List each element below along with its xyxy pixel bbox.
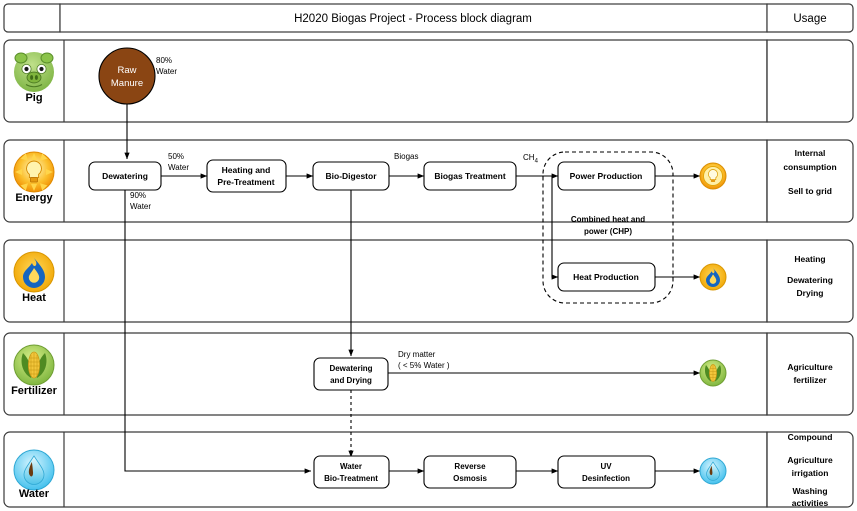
node-biogas-treatment[interactable]: Biogas Treatment: [423, 161, 517, 191]
edge-label-manure-water-l2: Water: [156, 67, 177, 76]
node-heat-production-label: Heat Production: [573, 272, 639, 282]
usage-energy-2: Sell to grid: [788, 186, 832, 196]
node-dewatering[interactable]: Dewatering: [88, 161, 162, 191]
lane-label-fertilizer: Fertilizer: [11, 385, 58, 397]
usage-water-2a: Agriculture: [787, 455, 833, 465]
usage-fertilizer-1b: fertilizer: [793, 375, 827, 385]
edge-ch4-branch-to-heat: [551, 176, 559, 280]
node-reverse-osmosis[interactable]: Reverse Osmosis: [423, 455, 517, 489]
node-reverse-osmosis-l1: Reverse: [454, 462, 486, 471]
node-heating-pretreatment[interactable]: Heating and Pre-Treatment: [206, 159, 287, 193]
edge-label-50pct-l2: Water: [168, 163, 189, 172]
node-heating-label-l1: Heating and: [222, 165, 271, 175]
usage-energy-1b: consumption: [783, 162, 836, 172]
node-reverse-osmosis-l2: Osmosis: [453, 474, 487, 483]
group-chp-label-l2: power (CHP): [584, 227, 632, 236]
node-raw-manure-line2: Manure: [111, 78, 143, 89]
usage-heat-2b: Drying: [797, 288, 824, 298]
page-title: H2020 Biogas Project - Process block dia…: [294, 13, 532, 25]
lane-label-water: Water: [19, 488, 50, 500]
edge-label-ch4: CH4: [523, 153, 539, 165]
lane-heat: Heat Heating Dewatering Drying: [3, 239, 854, 323]
edge-90pct-water-to-waterbio: [124, 189, 312, 474]
lane-label-pig: Pig: [25, 92, 42, 104]
usage-energy-1a: Internal: [795, 148, 826, 158]
flame-icon: [13, 251, 55, 293]
output-icon-fertilizer: [699, 359, 727, 387]
usage-heat-2a: Dewatering: [787, 275, 833, 285]
corn-icon: [13, 344, 55, 386]
node-dewatering-drying-l1: Dewatering: [329, 364, 372, 373]
node-uv-desinfection[interactable]: UV Desinfection: [557, 455, 656, 489]
edge-label-90pct-l1: 90%: [130, 191, 146, 200]
lightbulb-icon: [13, 151, 55, 193]
usage-heat-1: Heating: [794, 254, 825, 264]
node-heat-production[interactable]: Heat Production: [557, 262, 656, 292]
usage-water-1: Compound: [788, 432, 833, 442]
node-raw-manure-line1: Raw: [117, 65, 136, 76]
node-dewatering-drying-l2: and Drying: [330, 376, 372, 385]
usage-water-2b: irrigation: [792, 468, 829, 478]
edge-label-drymatter-l1: Dry matter: [398, 350, 436, 359]
node-power-production[interactable]: Power Production: [557, 161, 656, 191]
pig-icon: [14, 52, 54, 92]
usage-fertilizer-1a: Agriculture: [787, 362, 833, 372]
usage-column-header: Usage: [793, 13, 826, 25]
usage-water-3b: activities: [792, 498, 829, 508]
node-dewatering-and-drying[interactable]: Dewatering and Drying: [313, 357, 389, 391]
node-power-production-label: Power Production: [570, 171, 643, 181]
header-row: H2020 Biogas Project - Process block dia…: [3, 3, 854, 33]
node-water-biotreatment-l2: Bio-Treatment: [324, 474, 378, 483]
node-water-biotreatment-l1: Water: [340, 462, 362, 471]
node-uv-desinfection-l1: UV: [600, 462, 612, 471]
output-icon-heat: [699, 263, 727, 291]
edge-label-biogas: Biogas: [394, 152, 418, 161]
node-dewatering-label: Dewatering: [102, 171, 148, 181]
usage-water-3a: Washing: [792, 486, 827, 496]
node-biodigestor[interactable]: Bio-Digestor: [312, 161, 390, 191]
node-water-biotreatment[interactable]: Water Bio-Treatment: [313, 455, 390, 489]
edge-label-manure-water-l1: 80%: [156, 56, 172, 65]
water-drop-icon: [13, 449, 55, 491]
lane-label-energy: Energy: [15, 192, 53, 204]
node-biodigestor-label: Bio-Digestor: [326, 171, 378, 181]
node-uv-desinfection-l2: Desinfection: [582, 474, 630, 483]
lane-label-heat: Heat: [22, 292, 46, 304]
node-biogas-treatment-label: Biogas Treatment: [434, 171, 505, 181]
group-chp-label-l1: Combined heat and: [571, 215, 645, 224]
node-heating-label-l2: Pre-Treatment: [217, 177, 274, 187]
edge-label-90pct-l2: Water: [130, 202, 151, 211]
output-icon-energy: [699, 162, 727, 190]
node-raw-manure[interactable]: Raw Manure: [98, 47, 156, 105]
edge-label-drymatter-l2: ( < 5% Water ): [398, 361, 450, 370]
edge-label-50pct-l1: 50%: [168, 152, 184, 161]
lane-pig: Pig Raw Manure 80% Water: [3, 39, 854, 123]
output-icon-water: [699, 457, 727, 485]
group-chp: [542, 151, 674, 304]
